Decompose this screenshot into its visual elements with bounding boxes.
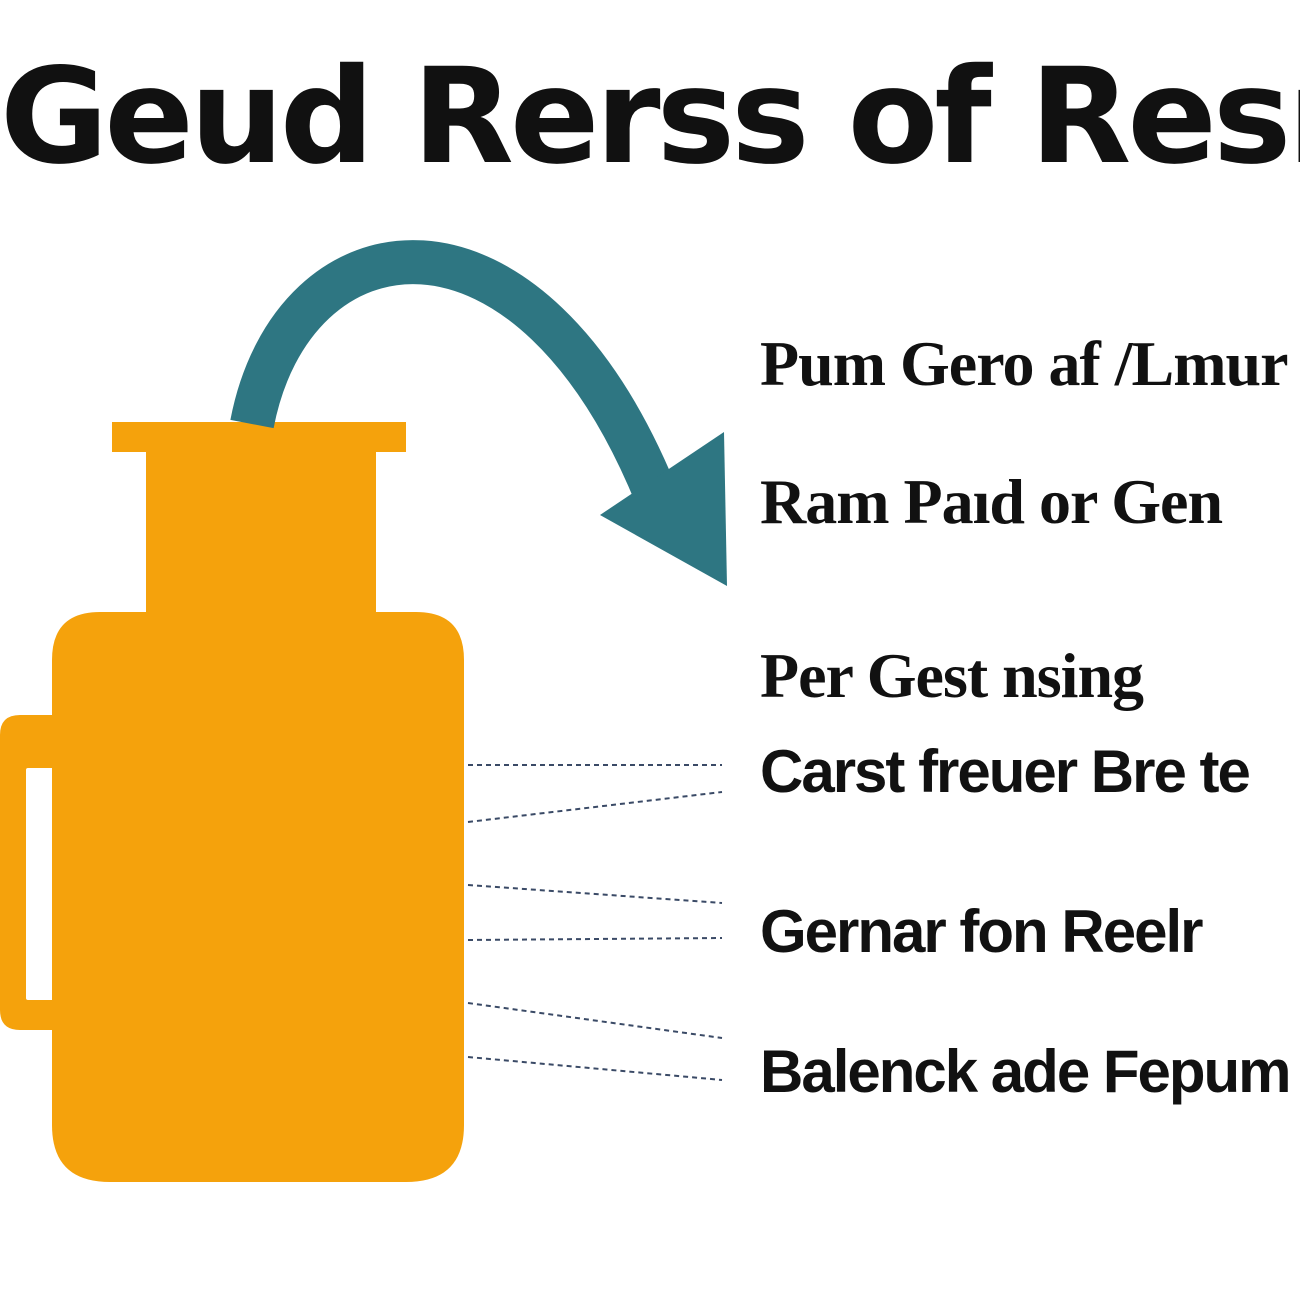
leader-line <box>467 1002 723 1039</box>
jar-lid <box>112 422 406 452</box>
leader-lines <box>467 764 723 1081</box>
jar-handle <box>0 715 60 1030</box>
label-4: Carst freuer Bre te <box>760 738 1251 805</box>
jar-body <box>52 612 464 1182</box>
label-6: Balenck ade Fepum <box>760 1038 1292 1105</box>
arrow-head <box>600 432 727 586</box>
curved-arrow-icon <box>230 240 727 586</box>
label-3: Per Gest nsing <box>760 640 1144 711</box>
leader-line <box>467 1056 723 1081</box>
jar-icon <box>0 422 464 1182</box>
diagram-title: Geud Rerss of Resnes Gr <box>0 42 1300 192</box>
leader-line <box>467 791 723 823</box>
leader-line <box>467 884 723 904</box>
label-5: Gernar fon Reelr <box>760 898 1203 965</box>
arrow-shaft <box>230 240 681 514</box>
label-2: Ram Paıd or Gen <box>760 466 1223 537</box>
jar-neck <box>146 448 376 618</box>
label-1: Pum Gero af /Lmur <box>760 328 1289 399</box>
leader-line <box>467 937 723 941</box>
